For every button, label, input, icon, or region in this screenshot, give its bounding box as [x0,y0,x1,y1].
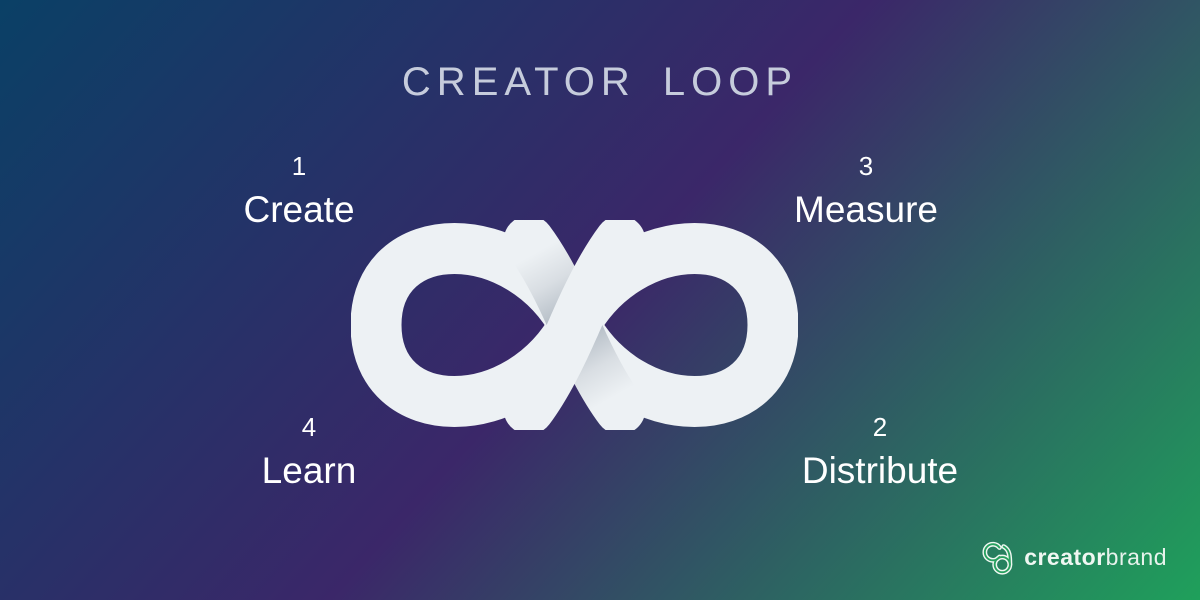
step-measure-number: 3 [858,151,874,181]
cb-monogram-icon [982,541,1013,575]
page-title: CREATOR LOOP [401,60,799,104]
step-learn: 4 Learn [261,412,357,492]
step-distribute-number: 2 [872,412,888,442]
step-learn-label: Learn [261,449,357,491]
step-distribute-label: Distribute [801,449,959,491]
brand-name-bold: creator [1024,544,1106,570]
infinity-loop-icon [351,220,798,430]
step-measure: 3 Measure [794,151,938,231]
step-create-label: Create [243,188,355,230]
brand-logo: creatorbrand [979,537,1167,578]
brand-name: creatorbrand [1024,546,1167,569]
step-learn-number: 4 [301,412,317,442]
step-distribute: 2 Distribute [801,412,959,492]
step-create: 1 Create [243,151,355,231]
step-measure-label: Measure [794,188,938,230]
step-create-number: 1 [291,151,307,181]
brand-name-light: brand [1105,544,1167,570]
